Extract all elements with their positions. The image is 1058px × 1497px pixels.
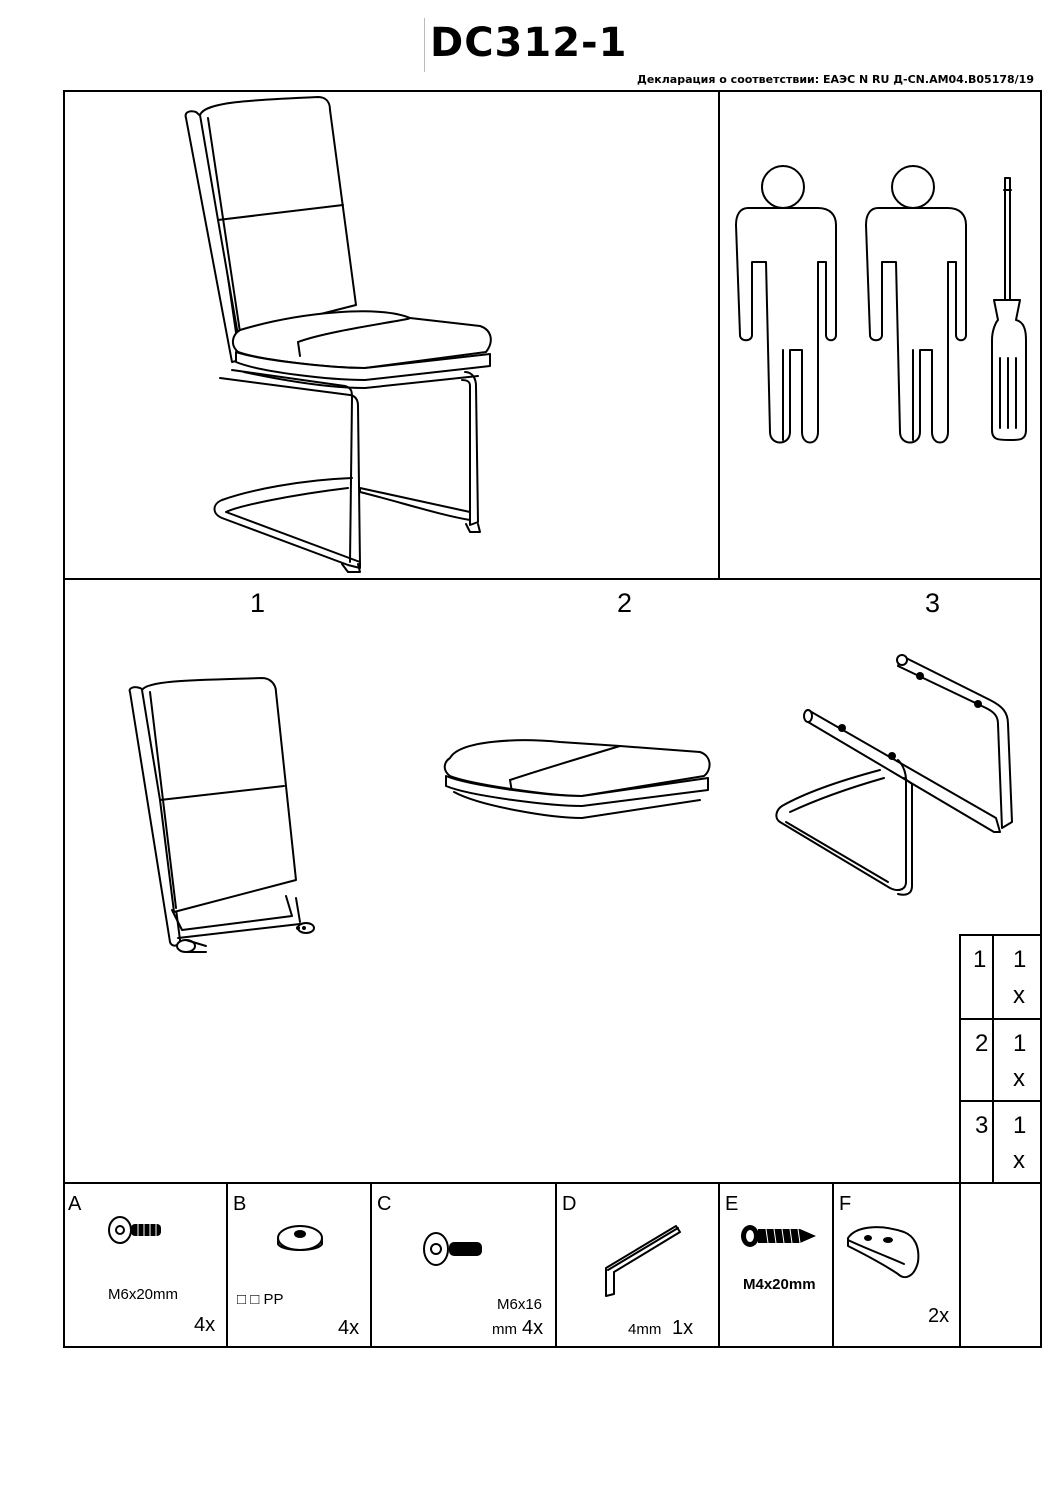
hardware-letter-f: F: [839, 1193, 852, 1215]
parts-table-part: 3: [975, 1112, 989, 1139]
hardware-qty-a: 4x: [194, 1314, 216, 1336]
parts-table-part: 1: [973, 946, 987, 973]
hardware-divider: [832, 1182, 834, 1348]
two-persons-icon: [735, 165, 967, 444]
hardware-divider: [370, 1182, 372, 1348]
parts-table-qty-x: x: [1013, 982, 1025, 1009]
hardware-panel: [63, 1182, 1042, 1348]
hardware-spec-d: 4mm: [628, 1321, 662, 1338]
hardware-letter-c: C: [377, 1193, 392, 1215]
seat-part-illustration: [443, 739, 711, 819]
hardware-divider: [555, 1182, 557, 1348]
hardware-letter-d: D: [562, 1193, 577, 1215]
hardware-spec-b: □ □ PP: [237, 1291, 284, 1308]
parts-table-divider: [992, 934, 994, 1184]
hardware-spec-c-line2: mm: [492, 1321, 517, 1338]
step-number-1: 1: [250, 588, 266, 618]
assembled-chair-illustration: [184, 96, 492, 573]
parts-table-qty-x: x: [1013, 1065, 1025, 1092]
parts-table-qty: 1: [1013, 1112, 1027, 1139]
hardware-qty-f: 2x: [928, 1305, 950, 1327]
parts-table-qty: 1: [1013, 946, 1027, 973]
hardware-qty-b: 4x: [338, 1317, 360, 1339]
frame-part-illustration: [775, 654, 1013, 896]
parts-table-qty-x: x: [1013, 1147, 1025, 1174]
hardware-letter-b: B: [233, 1193, 247, 1215]
overview-divider: [718, 90, 720, 580]
hardware-divider: [226, 1182, 228, 1348]
hardware-spec-c-line1: M6x16: [497, 1296, 543, 1313]
hardware-qty-c: 4x: [522, 1317, 544, 1339]
backrest-part-illustration: [128, 677, 315, 953]
hardware-divider: [959, 1182, 961, 1348]
parts-table-row-divider: [959, 1018, 1042, 1020]
hardware-spec-a: M6x20mm: [108, 1286, 179, 1303]
hardware-letter-a: A: [68, 1193, 82, 1215]
model-title: DC312-1: [430, 20, 628, 66]
hardware-qty-d: 1x: [672, 1317, 694, 1339]
declaration-text: Декларация о соответствии: ЕАЭС N RU Д-C…: [637, 73, 1034, 86]
title-divider: [424, 18, 425, 72]
hardware-spec-e: M4x20mm: [743, 1276, 816, 1293]
parts-table-part: 2: [975, 1030, 989, 1057]
parts-table-qty: 1: [1013, 1030, 1027, 1057]
screwdriver-icon: [991, 177, 1027, 441]
hardware-letter-e: E: [725, 1193, 739, 1215]
step-number-3: 3: [925, 588, 941, 618]
parts-table-row-divider: [959, 1100, 1042, 1102]
step-number-2: 2: [617, 588, 633, 618]
hardware-divider: [718, 1182, 720, 1348]
